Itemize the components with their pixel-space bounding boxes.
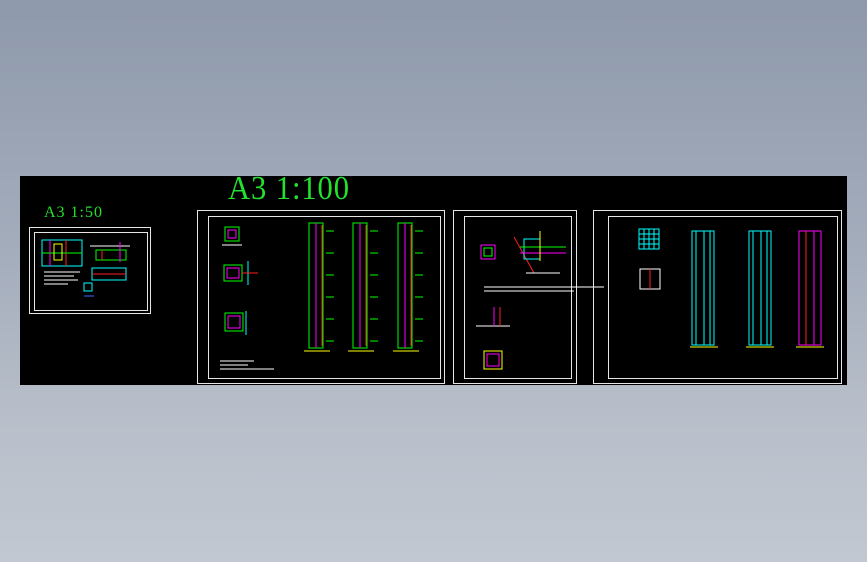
drawing-sheet-1[interactable] [29,227,151,314]
sheet-3-border [464,216,572,379]
sheet-4-border [608,216,838,379]
sheet-2-border [208,216,441,379]
sheet-1-drawing [41,239,130,297]
sheet-2-drawing [220,222,423,370]
sheet-1-border [34,232,148,311]
drawing-sheet-2[interactable] [197,210,445,384]
sheet-3-drawing [476,231,604,370]
sheet-scale-label-1-100: A3 1:100 [228,170,350,207]
drawing-sheet-3[interactable] [453,210,604,384]
cad-model-space[interactable]: A3 1:50 A3 1:100 [20,170,847,385]
sheet-scale-label-1-50: A3 1:50 [44,204,103,221]
drawing-sheet-4[interactable] [593,210,842,384]
sheet-4-drawing [638,228,824,348]
